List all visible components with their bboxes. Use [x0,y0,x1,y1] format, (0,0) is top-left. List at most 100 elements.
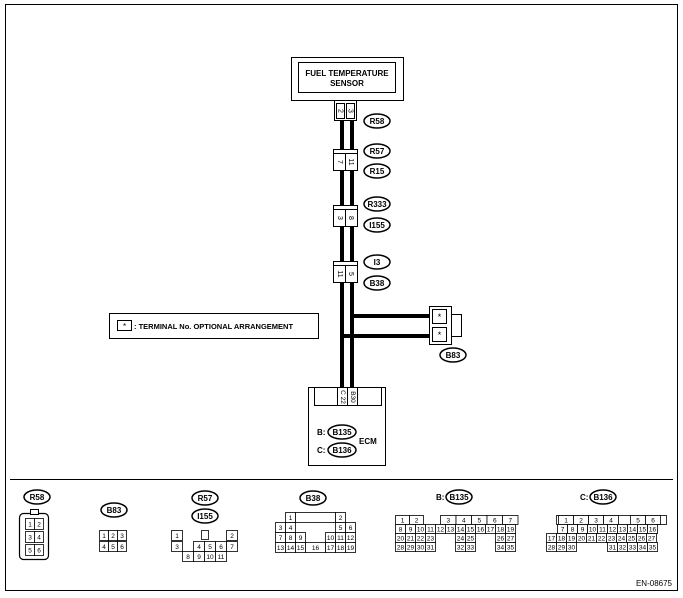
b135-pin: 24 [457,536,465,543]
r57-pin: 5 [208,544,212,551]
b135-pin: 12 [437,527,445,534]
b136-pin: 23 [608,536,616,543]
r58-pin-right: 3 [347,109,354,113]
b38-view-label-oval [299,490,327,506]
b135-pin: 23 [427,536,435,543]
b38-pin: 7 [279,535,283,542]
b136-view-label: B136 [593,493,613,502]
b136-pin: 25 [628,536,636,543]
b38-pin: 5 [339,525,343,532]
r57-pin: 2 [230,533,234,540]
b38-pin: 11 [337,535,344,542]
b136-view-label-oval [589,489,617,505]
b136-pin: 12 [609,527,617,534]
b38-pin: 1 [289,515,293,522]
b83-pin: 2 [111,533,115,540]
b135-pin: 22 [417,536,425,543]
sensor-title-1: FUEL TEMPERATURE [305,69,389,78]
b135-pin: 25 [467,536,475,543]
b136-pin-cell [566,542,577,552]
b136-pin: 34 [639,545,647,552]
ecm-unit: C 22 B30 B: B135 C: B136 ECM [308,387,386,466]
r57-pin: 6 [219,544,223,551]
fuel-temperature-sensor: FUEL TEMPERATURE SENSOR [291,57,404,101]
b38-pin: 17 [327,545,335,552]
r57-pin: 4 [197,544,201,551]
b136-pin: 32 [619,545,627,552]
b136-pin: 6 [651,518,655,525]
r58-pin-cell [34,544,44,556]
r58-view-label: R58 [30,493,45,502]
b135-pin: 8 [399,527,403,534]
b135-pin: 7 [508,518,512,525]
b38-pin: 19 [347,545,355,552]
b83-view-label-oval [100,502,128,518]
b136-pin: 3 [594,518,598,525]
b83-pin: 3 [120,533,124,540]
r58-pin-cell [34,531,44,543]
r57-pin-cell [171,541,183,552]
b135-pin: 34 [497,545,505,552]
b135-pin-cell [465,542,476,552]
ecm-label: ECM [359,437,377,446]
b136-pin: 18 [558,536,566,543]
r58-pin: 3 [28,535,32,542]
label-i155: I155 [369,221,385,230]
b38-pin: 15 [297,545,305,552]
b38-pin: 10 [327,535,335,542]
b136-pin: 11 [599,527,606,534]
connector-labels: R58 R57 R15 R333 I155 I3 B38 B83 [363,113,467,363]
b135-pin: 31 [427,545,435,552]
b136-pin: 31 [609,545,617,552]
b135-pin: 32 [457,545,465,552]
b136-pin: 33 [629,545,637,552]
b136-pin-cell [647,542,658,552]
b135-pin: 26 [497,536,505,543]
b136-pin: 17 [548,536,556,543]
b135-pin: 6 [493,518,497,525]
b136-pin: 4 [609,518,613,525]
r57-pin: 11 [218,554,225,561]
b38-pin: 2 [339,515,343,522]
label-r58: R58 [370,117,385,126]
b136-pin: 24 [618,536,626,543]
splice2-pin-left: 3 [336,216,343,220]
label-b38: B38 [370,279,385,288]
b38-pin: 18 [337,545,345,552]
splice1-pin-left: 7 [336,160,343,164]
b135-pin: 30 [417,545,425,552]
b135-pin: 13 [447,527,455,534]
b38-view-label: B38 [306,494,321,503]
r57-view-label-oval [191,490,219,506]
r58-pin: 1 [28,522,32,529]
b136-pin: 1 [564,518,568,525]
b135-pin: 19 [507,527,515,534]
r57-pin: 1 [175,533,179,540]
r58-view-label-oval [23,489,51,505]
b38-pin: 16 [312,545,320,552]
b135-pin-cell [425,542,436,552]
r57-view-key [201,530,209,540]
sensor-title-2: SENSOR [330,79,364,88]
label-i3: I3 [374,258,381,267]
i155-view-label: I155 [197,512,213,521]
b136-pin: 27 [648,536,656,543]
b135-view-label-oval [445,489,473,505]
b83-pin: 4 [102,544,106,551]
r57-pin: 8 [186,554,190,561]
b38-pin: 8 [289,535,293,542]
b135-pin: 17 [487,527,495,534]
b136-pin: 16 [649,527,657,534]
b83-pin-top: * [438,312,442,322]
b135-pin: 10 [417,527,425,534]
b135-view-label: B135 [449,493,469,502]
b136-pin: 28 [548,545,556,552]
label-r333: R333 [367,200,387,209]
b136-pin: 26 [638,536,646,543]
b38-view-key [295,512,336,523]
b135-pin: 5 [477,518,481,525]
b136-pin: 5 [636,518,640,525]
b136-pin: 13 [619,527,627,534]
